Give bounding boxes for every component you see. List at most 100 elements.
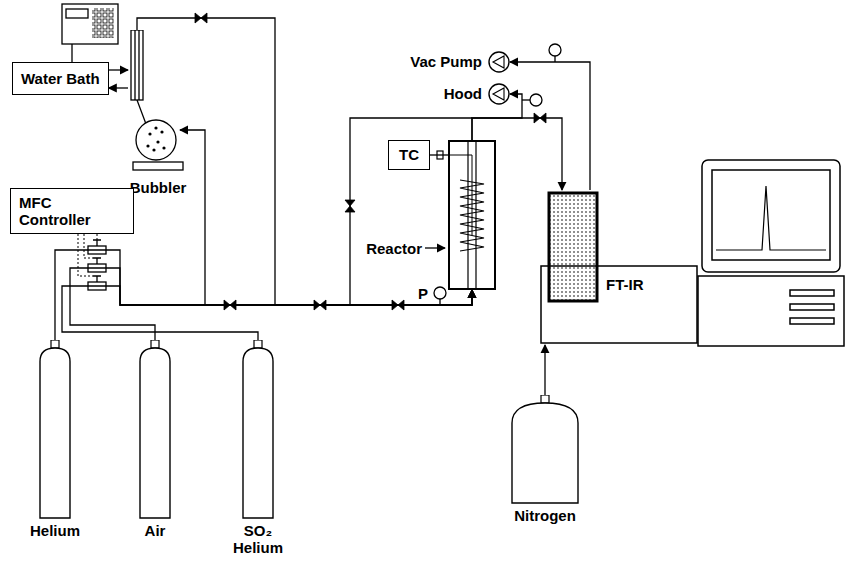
instrument-box: Water Bath	[12, 62, 109, 95]
ftir-spectrometer	[549, 193, 597, 301]
bubbler-flask: Bubbler	[128, 30, 188, 192]
gas-line	[510, 62, 590, 190]
bubbler-flask	[162, 146, 165, 149]
gas-cylinder	[241, 340, 275, 520]
component-label: Bubbler	[130, 179, 187, 196]
gas-cylinder	[138, 340, 172, 520]
control-wires	[97, 234, 98, 240]
gas-line	[109, 69, 128, 70]
gas-cylinder	[254, 340, 262, 348]
ftir-spectrometer: FT-IR	[540, 190, 698, 345]
controller-box: MFC Controller	[10, 188, 134, 234]
reactor-furnace: Reactor	[448, 140, 496, 290]
pressure-gauges	[522, 99, 530, 100]
gas-line	[544, 345, 545, 395]
pump-symbol: Hood	[444, 82, 510, 106]
pump-symbol: Vac Pump	[410, 50, 510, 74]
gas-cylinder	[140, 348, 170, 518]
computer	[716, 186, 826, 250]
gas-line	[109, 87, 128, 88]
gas-line	[55, 250, 472, 340]
bubbler-flask	[131, 30, 183, 170]
cylinder-label: Nitrogen	[514, 507, 576, 524]
bubbler-flask	[137, 100, 146, 124]
control-wires	[84, 234, 93, 258]
computer	[698, 160, 844, 346]
gas-cylinder: Air	[138, 340, 172, 539]
computer	[790, 290, 834, 296]
reactor-furnace	[448, 140, 496, 290]
instrument-box: TC	[388, 140, 430, 170]
gas-cylinder	[51, 340, 59, 348]
gas-cylinder	[510, 395, 580, 505]
bubbler-flask	[131, 30, 143, 100]
gas-cylinder	[40, 348, 70, 518]
gas-line	[70, 268, 472, 340]
pump-symbol	[489, 52, 509, 72]
bath-controller	[92, 8, 114, 38]
gas-cylinder	[38, 340, 72, 520]
computer	[790, 304, 834, 310]
bubbler-flask	[146, 144, 149, 147]
bath-controller	[66, 9, 88, 18]
gas-cylinder: Helium	[30, 340, 80, 539]
bath-controller	[62, 4, 118, 44]
component-label: Reactor	[366, 240, 422, 257]
gas-cylinder	[243, 348, 273, 518]
pressure-gauges	[434, 287, 446, 299]
computer	[790, 318, 834, 324]
mfc-units	[93, 240, 101, 246]
gas-cylinder	[541, 395, 549, 403]
component-label: Vac Pump	[410, 53, 482, 70]
bubbler-flask	[148, 132, 151, 135]
gas-line	[430, 154, 448, 155]
mfc-units	[93, 258, 101, 264]
gauge-label: P	[418, 285, 428, 302]
bubbler-flask	[154, 126, 157, 129]
bubbler-flask	[152, 148, 155, 151]
pressure-gauges	[554, 56, 555, 62]
valves	[345, 200, 355, 212]
bubbler-flask	[133, 162, 183, 170]
control-wires	[78, 234, 93, 276]
cylinder-label: Air	[145, 522, 166, 539]
component-label: MFC Controller	[19, 194, 115, 229]
bubbler-flask	[128, 30, 188, 192]
reactor-furnace	[449, 141, 495, 289]
computer	[698, 276, 844, 346]
gas-cylinder	[512, 403, 578, 503]
gas-lines	[180, 130, 205, 305]
pump-symbol	[493, 56, 504, 68]
computer	[712, 170, 830, 260]
valves	[195, 13, 546, 310]
control-wires	[78, 234, 97, 276]
component-label: Water Bath	[21, 70, 100, 87]
gas-line	[62, 286, 472, 340]
bubbler-flask	[160, 130, 163, 133]
pump-symbol	[493, 88, 504, 100]
cylinder-label: SO₂ Helium	[228, 522, 288, 557]
bath-controller	[62, 4, 118, 62]
pump-symbol	[488, 83, 510, 105]
cylinder-label: Helium	[30, 522, 80, 539]
gas-lines	[425, 247, 445, 248]
pressure-gauges	[549, 44, 561, 56]
pressure-gauges	[530, 94, 542, 106]
gas-cylinder	[151, 340, 159, 348]
ftir-spectrometer	[540, 190, 698, 345]
computer	[702, 160, 840, 272]
mfc-units	[93, 276, 101, 282]
bath-controller	[71, 44, 72, 62]
gas-cylinder: Nitrogen	[510, 395, 580, 524]
mfc-units	[88, 240, 106, 290]
bubbler-flask	[136, 120, 176, 160]
pump-symbol	[489, 84, 509, 104]
component-label: TC	[399, 146, 419, 163]
gas-cylinder: SO₂ Helium	[228, 340, 288, 557]
reactor-furnace	[448, 155, 472, 235]
component-label: Hood	[444, 85, 482, 102]
